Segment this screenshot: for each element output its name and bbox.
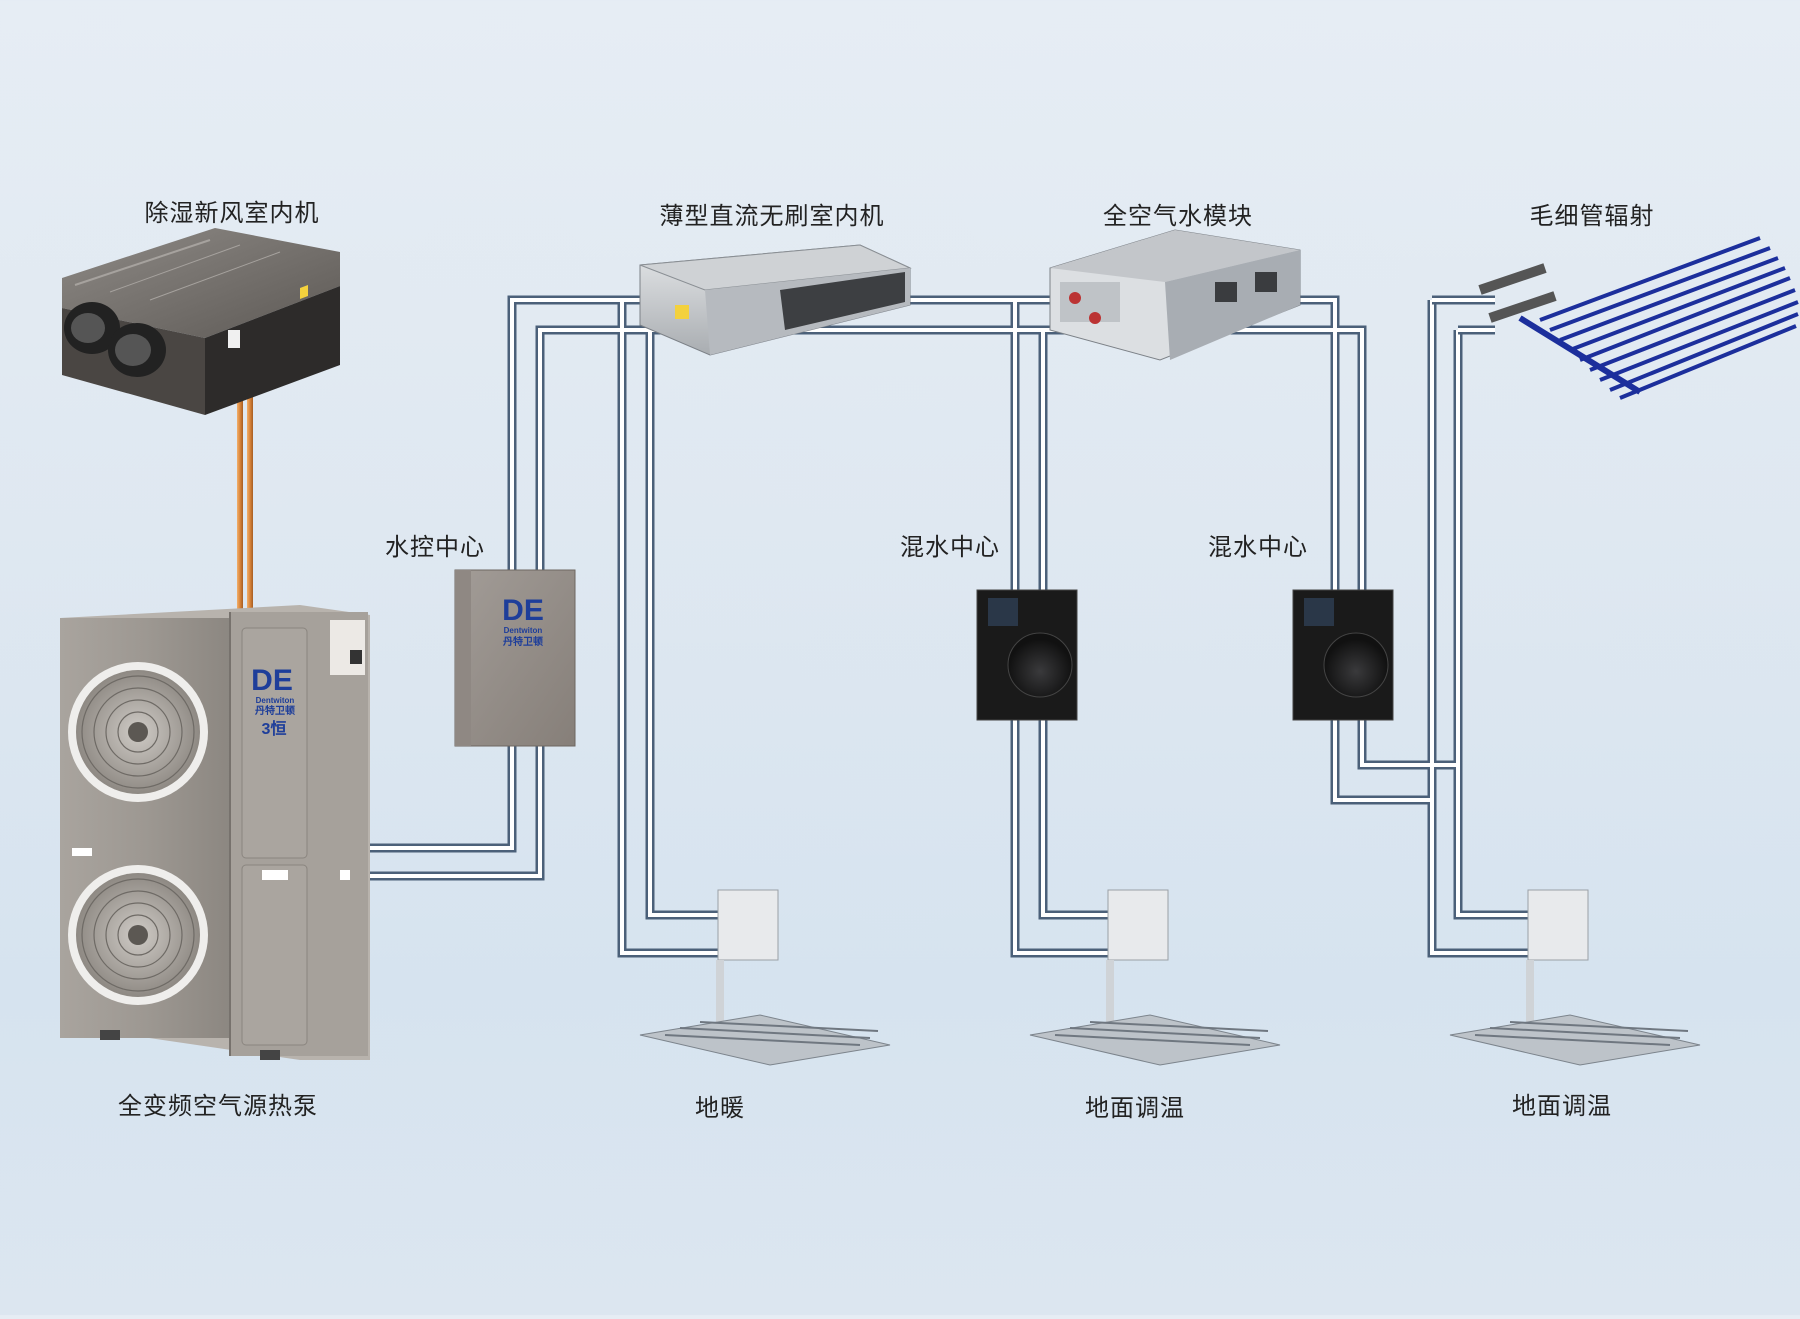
label-capillary-radiant: 毛细管辐射 [1529,202,1655,230]
floor-heating-manifold [639,889,891,1066]
fan-bottom [68,865,208,1005]
label-fresh-air-unit: 除湿新风室内机 [144,199,320,227]
svg-text:Dentwiton: Dentwiton [256,696,295,705]
thin-dc-indoor-unit [639,244,912,356]
pipe-network [365,295,1545,958]
svg-text:Dentwiton: Dentwiton [504,626,543,635]
heat-pump-unit: DE Dentwiton 丹特卫顿 3恒 [60,605,370,1060]
svg-text:DE: DE [251,664,293,697]
water-control-center-unit: DE Dentwiton 丹特卫顿 [454,569,576,747]
label-mixing-center-1: 混水中心 [900,533,1000,561]
label-floor-temp-1: 地面调温 [1085,1094,1185,1122]
svg-text:DE: DE [502,594,544,627]
label-mixing-center-2: 混水中心 [1208,533,1308,561]
svg-text:丹特卫顿: 丹特卫顿 [255,704,295,717]
svg-text:丹特卫顿: 丹特卫顿 [503,635,543,648]
svg-text:3恒: 3恒 [262,719,287,738]
label-floor-heating: 地暖 [695,1094,745,1122]
label-thin-dc-unit: 薄型直流无刷室内机 [659,202,885,230]
heat-pump-logo: DE Dentwiton 丹特卫顿 3恒 [251,664,295,738]
mixing-center-unit-1 [976,589,1078,721]
air-water-module-unit [1049,229,1301,361]
label-heat-pump: 全变频空气源热泵 [118,1092,318,1120]
capillary-radiant-mat [1478,236,1799,400]
label-floor-temp-2: 地面调温 [1512,1092,1612,1120]
floor-temp-manifold-1 [1029,889,1281,1066]
refrigerant-pipes [237,370,253,610]
mixing-center-unit-2 [1292,589,1394,721]
fresh-air-unit [62,228,340,415]
fan-top [68,662,208,802]
label-water-control-center: 水控中心 [385,533,485,561]
label-air-water-module: 全空气水模块 [1103,202,1253,230]
floor-temp-manifold-2 [1449,889,1701,1066]
